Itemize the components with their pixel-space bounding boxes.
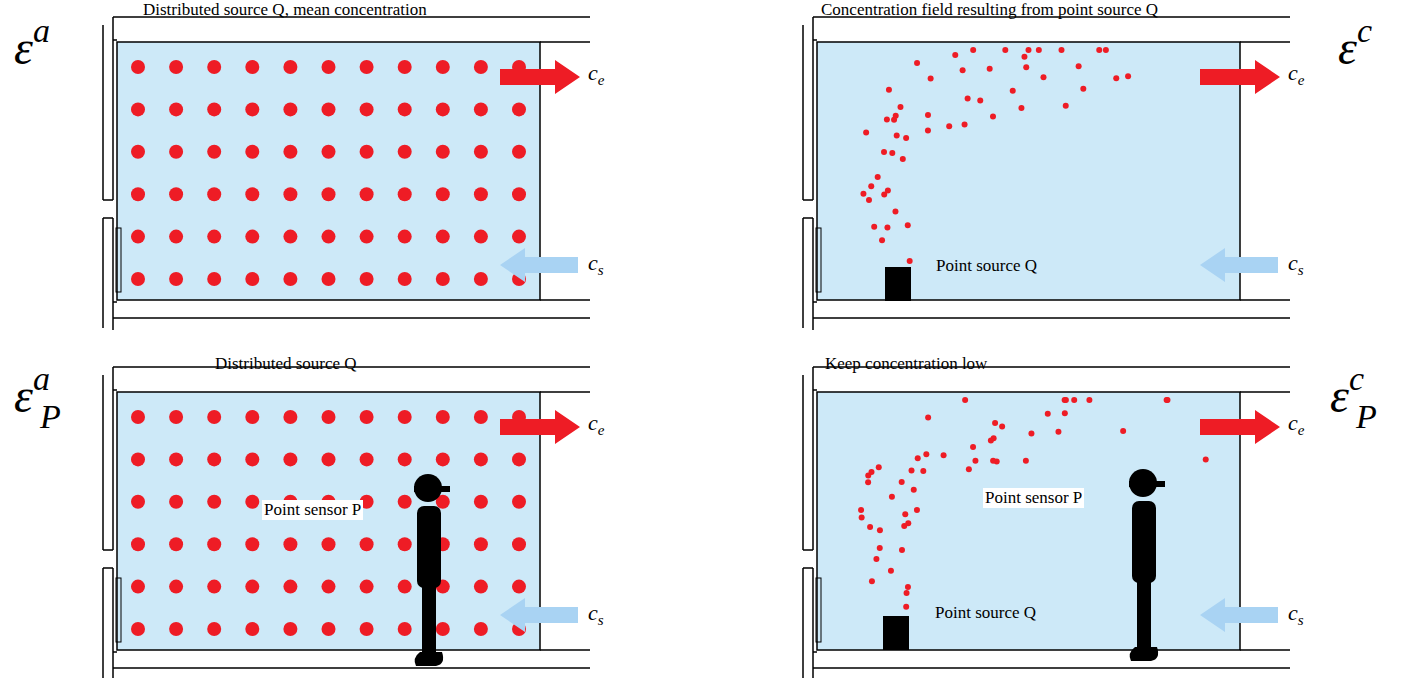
panel-heading: Concentration field resulting from point… [821,0,1158,20]
airflow-arrows [500,60,580,282]
person-figure [1129,469,1165,661]
concentration-symbol: ce [588,410,604,439]
room-walls [103,17,590,330]
callout-label: Point source Q [936,256,1037,276]
plume-dots [858,397,1209,610]
airflow-arrows [500,410,580,632]
distributed-source-dots [131,60,526,286]
point-source-box [883,616,909,650]
effectiveness-symbol: εa [14,24,50,72]
distributed-source-dots [131,410,526,636]
airflow-arrows [1200,60,1280,282]
concentration-symbol: cs [1288,250,1304,279]
room-walls [803,367,1290,678]
panel-heading: Distributed source Q, mean concentration [143,0,427,20]
panel-heading: Distributed source Q [215,354,357,374]
effectiveness-symbol: εc [1338,24,1372,72]
effectiveness-symbol: εaP [14,372,50,420]
callout-label: Point source Q [935,603,1036,623]
callout-label: Point sensor P [983,488,1084,508]
concentration-symbol: cs [588,250,604,279]
room-walls [103,367,590,678]
airflow-arrows [1200,410,1280,632]
callout-label: Point sensor P [262,500,363,520]
point-source-box [885,267,911,301]
plume-dots [860,47,1131,264]
concentration-symbol: ce [588,60,604,89]
concentration-symbol: ce [1288,60,1304,89]
room-panel: Distributed source Q, mean concentration [117,42,540,300]
panel-heading: Keep concentration low [825,354,987,374]
concentration-symbol: ce [1288,410,1304,439]
room-walls [803,17,1290,330]
concentration-symbol: cs [588,600,604,629]
room-panel: Distributed source Q [117,392,540,650]
effectiveness-symbol: εcP [1330,372,1364,420]
concentration-symbol: cs [1288,600,1304,629]
person-figure [414,474,450,666]
